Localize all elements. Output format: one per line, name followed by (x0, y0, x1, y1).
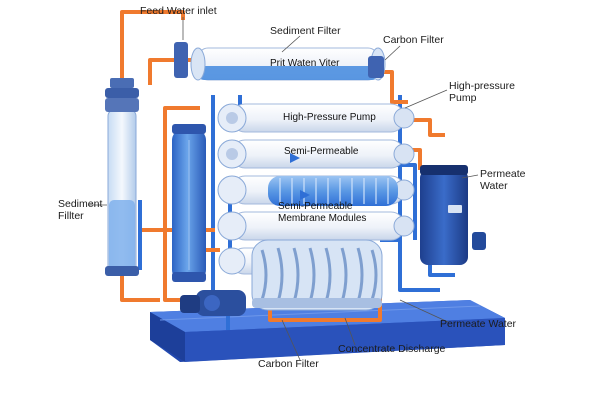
hp-vessel-text: High-Pressure Pump (283, 112, 376, 123)
right-tank (420, 165, 486, 265)
top-vessel-text: Prit Waten Viter (270, 58, 340, 69)
left-sediment-column (105, 78, 139, 276)
label-concentrate-discharge: Concentrate Discharge (338, 343, 446, 355)
label-sediment-filter-left: Sediment Fillter (58, 198, 103, 222)
vessel-row-1 (217, 103, 415, 133)
tall-blue-column (172, 124, 206, 282)
label-carbon-filter-bottom: Carbon Filter (258, 358, 319, 370)
label-carbon-filter-top: Carbon Filter (383, 34, 444, 46)
label-high-pressure-pump: High-pressure Pump (449, 80, 515, 104)
flow-arrows (290, 153, 310, 200)
front-spiral-modules (251, 239, 383, 311)
vessel-row-4 (217, 211, 415, 241)
semi-vessel-text: Semi-Permeable (284, 146, 359, 157)
label-permeate-water-right: Permeate Water (480, 168, 526, 192)
label-sediment-filter-top: Sediment Filter (270, 25, 341, 37)
top-vessel (174, 42, 386, 81)
label-feed-water-inlet: Feed Water inlet (140, 5, 217, 17)
vessel-row-2 (217, 139, 415, 169)
pump-motor (180, 290, 246, 316)
leader-lines (88, 17, 479, 361)
label-permeate-water-bottom: Permeate Water (440, 318, 517, 330)
membrane-modules-text: Semi-Permeable Membrane Modules (278, 201, 367, 224)
